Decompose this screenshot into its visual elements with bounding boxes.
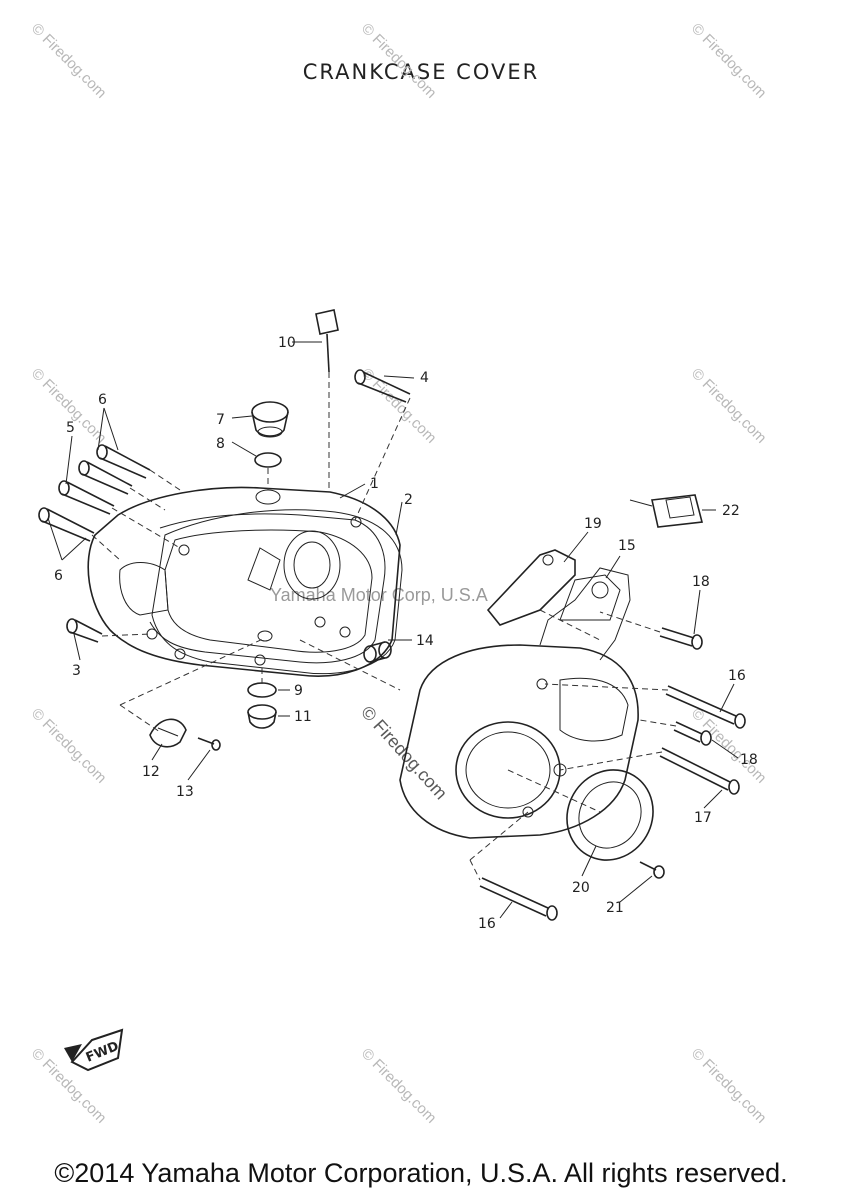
callout-10: 9 [294,683,303,699]
gasket [151,509,403,675]
callout-13: 13 [176,784,194,800]
callout-14: 14 [416,633,434,649]
screw [639,861,665,879]
bolt [354,369,411,403]
washer [247,682,277,698]
callout-16: 16 [728,668,746,684]
bolt [78,460,133,495]
callout-6: 6 [54,568,63,584]
forward-arrow-icon: FWD [64,1028,124,1072]
bolt [479,877,558,921]
callout-1: 1 [370,476,379,492]
callout-22: 22 [722,503,740,519]
oil-filler-cap [251,401,289,438]
callout-18: 18 [692,574,710,590]
bolt [66,618,103,643]
page-title: CRANKCASE COVER [302,60,540,84]
bolt [659,627,703,650]
callout-19: 19 [584,516,602,532]
callout-4: 4 [420,370,429,386]
screw [197,737,221,751]
callout-21: 21 [606,900,624,916]
callout-7: 7 [216,412,225,428]
dipstick [315,309,339,373]
callout-11: 11 [294,709,312,725]
callout-16: 16 [478,916,496,932]
callout-17: 17 [694,810,712,826]
inspection-cap [566,769,654,861]
cable-clamp [629,494,704,528]
callout-12: 12 [142,764,160,780]
assembly-lines [91,372,677,881]
callout-3: 3 [72,663,81,679]
callout-8: 8 [216,436,225,452]
callout-5: 5 [66,420,75,436]
callout-18: 18 [740,752,758,768]
leader-lines [47,341,739,919]
bracket [149,718,187,748]
bolt [38,507,95,542]
callout-2: 2 [404,492,413,508]
bolt [96,444,151,479]
callout-20: 20 [572,880,590,896]
callout-9: 10 [278,335,296,351]
crankcase-cover-right [399,567,639,839]
callout-labels: 10 4 7 8 1 2 6 5 6 3 14 9 11 12 13 19 15… [54,335,758,932]
bolt [58,480,115,515]
bolt [665,685,746,729]
mounting-plate [486,549,576,626]
callout-15: 15 [618,538,636,554]
drain-plug [247,704,277,729]
copyright-footer: ©2014 Yamaha Motor Corporation, U.S.A. A… [54,1158,788,1188]
bolt [673,721,712,746]
callout-6: 6 [98,392,107,408]
watermark-yamaha: Yamaha Motor Corp, U.S.A [270,585,488,605]
dowel-pin [363,641,392,663]
bolt [659,747,740,795]
o-ring [254,452,282,468]
